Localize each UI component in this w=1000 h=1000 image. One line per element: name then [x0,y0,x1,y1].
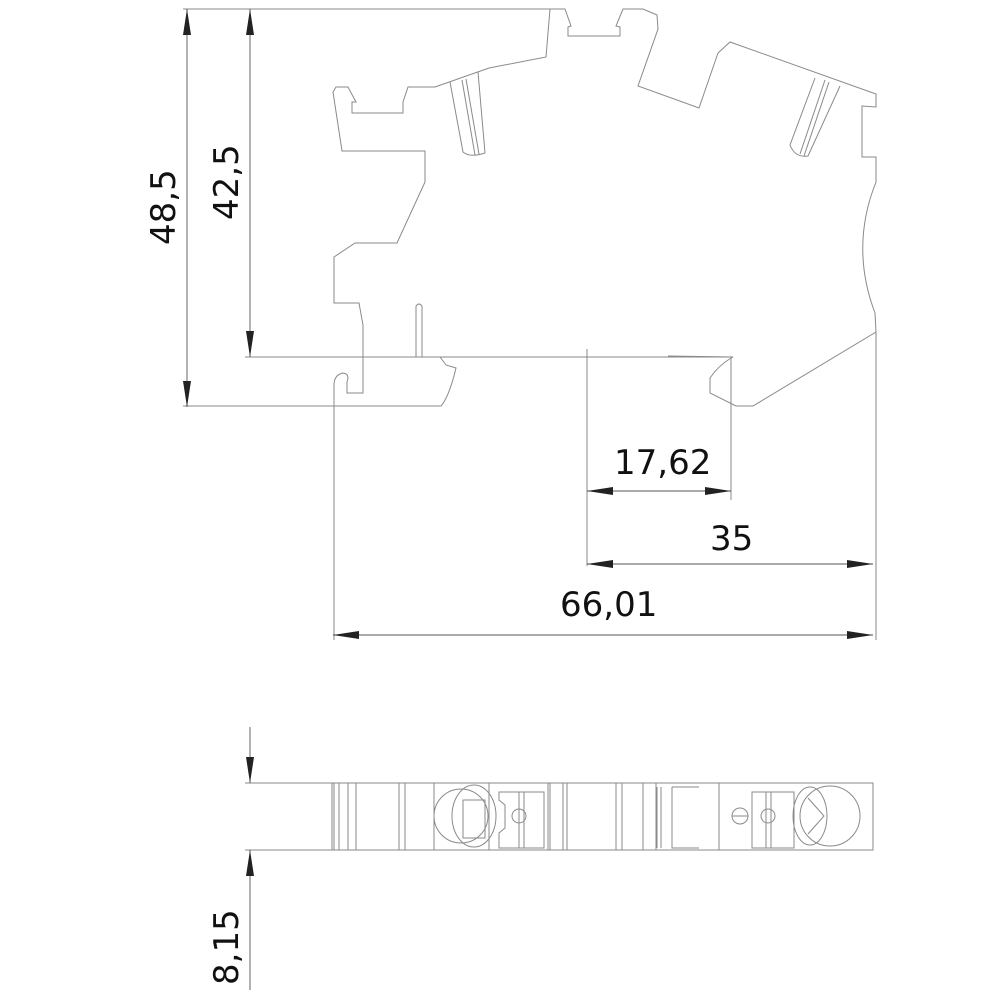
bottom-edge [183,356,457,407]
screw-slot-left [449,71,486,156]
housing-outline [183,8,551,640]
dimension-17-62: 17,62 [587,443,731,495]
side-view [183,8,877,640]
dimension-66-01: 66,01 [333,585,873,639]
contact-pin [415,303,423,357]
dimension-8-15: 8,15 [207,727,254,990]
screw-slot-right [789,77,841,157]
dim-overall-length: 66,01 [560,585,657,625]
rail-baseline [245,356,733,500]
dim-height-to-rail: 42,5 [207,144,247,220]
dim-offset: 17,62 [614,443,711,483]
top-rail-slot [550,8,877,407]
dimension-48-5: 48,5 [144,9,191,407]
dim-overall-height: 48,5 [144,169,184,245]
dimension-35: 35 [587,519,873,568]
dim-width: 8,15 [207,909,247,985]
dim-rail-width: 35 [710,519,753,559]
top-view [245,782,874,851]
dimension-42-5: 42,5 [207,9,254,357]
